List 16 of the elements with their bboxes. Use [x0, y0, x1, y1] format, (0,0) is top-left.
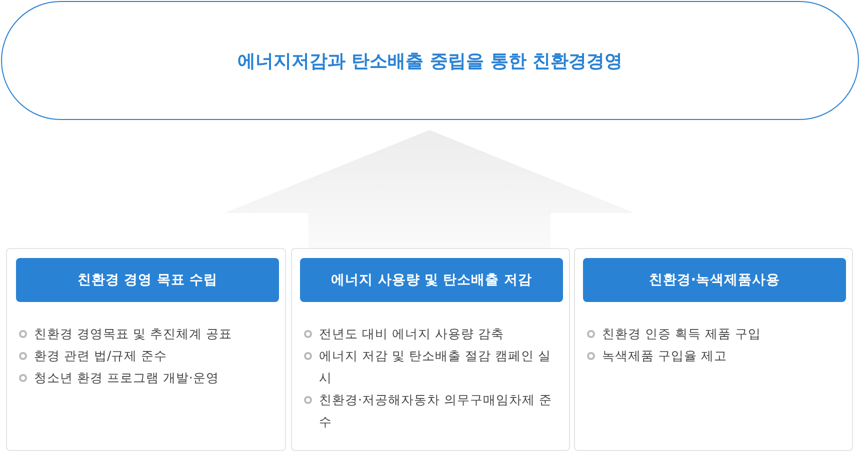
title-bar: 에너지 사용량 및 탄소배출 저감	[300, 258, 563, 302]
title-bar: 친환경 경영 목표 수립	[16, 258, 279, 302]
list-item-text: 녹색제품 구입율 제고	[602, 348, 727, 363]
block-arrow	[224, 130, 634, 248]
list-item-text: 친환경 경영목표 및 추진체계 공표	[34, 326, 232, 341]
list-item-text: 청소년 환경 프로그램 개발·운영	[34, 370, 219, 385]
panel-card	[291, 248, 570, 451]
panel-card	[574, 248, 853, 451]
list-item-text: 환경 관련 법/규제 준수	[34, 348, 168, 363]
list-item-text: 전년도 대비 에너지 사용량 감축	[319, 326, 504, 341]
list-item-text: 에너지 저감 및 탄소배출 절감 캠페인 실시	[319, 348, 551, 385]
list-item-text: 친환경·저공해자동차 의무구매임차제 준수	[319, 392, 552, 429]
panel-card	[6, 248, 286, 451]
list-item-text: 친환경 인증 획득 제품 구입	[602, 326, 761, 341]
title-bar: 친환경·녹색제품사용	[583, 258, 846, 302]
goal-text: 에너지저감과 탄소배출 중립을 통한 친환경경영	[237, 50, 623, 72]
